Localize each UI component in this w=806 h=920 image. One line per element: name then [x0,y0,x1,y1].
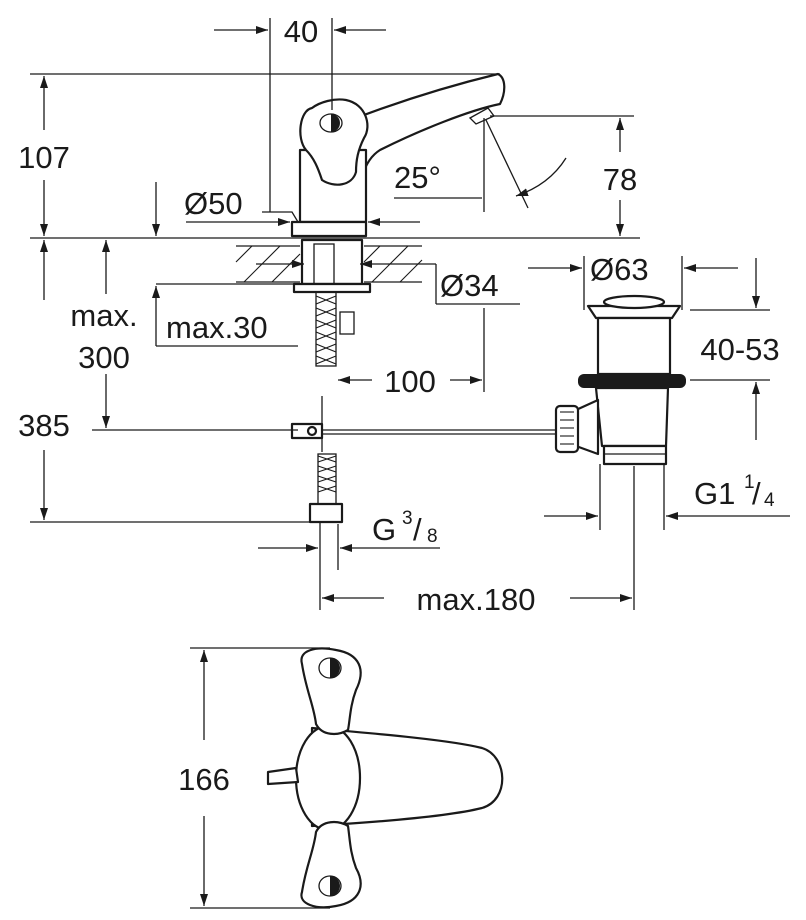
label-waste-thread: G1 [694,476,735,511]
label-max-thickness: max.30 [166,310,268,345]
label-connection-thread-num: 3 [402,508,413,529]
pop-up-waste [554,294,686,466]
faucet-top-view [266,647,504,909]
hose-nut [308,502,344,524]
top-body [294,724,362,832]
label-rod-length: 100 [384,364,436,399]
flex-hose [315,291,337,367]
dimension-lines [30,18,790,909]
faucet-side-view [262,72,506,238]
waste-linkage-housing [574,398,600,456]
linkage-nut [554,404,580,454]
waste-tail [602,444,668,466]
shank [300,238,364,286]
waste-body-lower [594,386,670,448]
label-waste-thread-num: 1 [744,472,755,493]
label-height-overall: 107 [18,140,70,175]
label-waste-diameter: Ø63 [590,252,649,287]
faucet-base [290,220,368,238]
label-spout-angle: 25° [394,160,441,195]
label-base-diameter: Ø50 [184,186,243,221]
label-waste-distance: max.180 [417,582,536,617]
waste-gasket [578,374,686,388]
label-connection-thread: G [372,512,396,547]
supply-hose [308,453,344,524]
label-max-hose-1: max. [70,298,137,333]
top-spout [310,726,504,828]
label-total-height: 385 [18,408,70,443]
label-connection-thread-den: 8 [427,526,438,547]
lever-handle [299,98,369,186]
pop-up-rod [262,211,299,223]
fixing-nut [292,282,372,294]
label-waste-thread-den: 4 [764,490,775,511]
dimension-labels: 40 107 78 25° Ø50 Ø34 max.30 max. 300 10… [18,14,780,797]
label-max-hose-2: 300 [78,340,130,375]
top-pop-up-knob [266,766,300,786]
lower-indicator-icon [330,876,340,896]
label-connection-thread-slash: / [413,512,422,547]
label-top-view-depth: 166 [178,762,230,797]
top-lever-upper [300,647,362,736]
label-waste-thread-slash: / [752,476,761,511]
handle-indicator-icon [331,114,340,132]
pop-up-plug [602,294,666,310]
label-top-width: 40 [284,14,318,49]
label-waste-height: 40-53 [700,332,779,367]
upper-indicator-icon [330,658,340,678]
worktop-section [30,237,640,452]
top-lever-lower [300,820,362,909]
label-hole-diameter: Ø34 [440,268,499,303]
waste-body-upper [596,316,672,376]
label-spout-height: 78 [603,162,637,197]
